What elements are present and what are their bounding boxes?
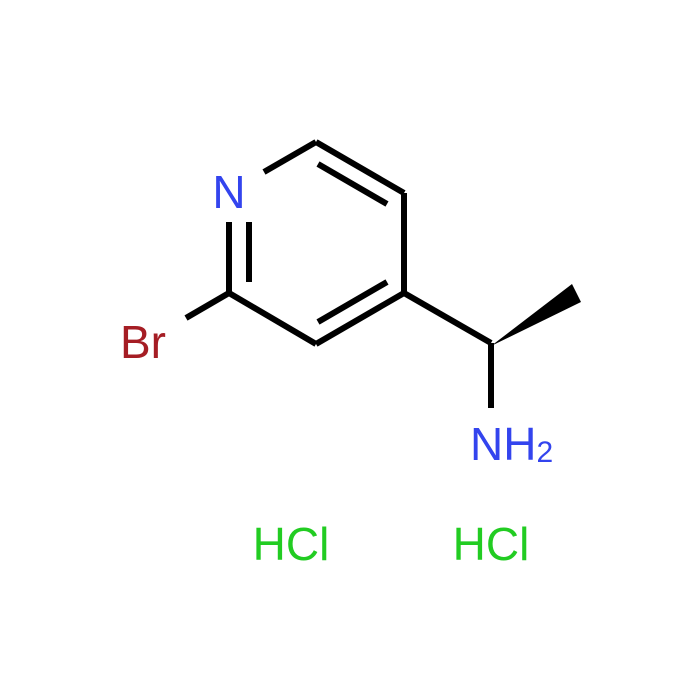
amine-label: NH2 <box>470 418 553 470</box>
bond-c3-c2 <box>227 290 318 347</box>
pyridine-ring <box>226 139 407 347</box>
bond-c4-c3 <box>314 290 406 347</box>
bond-c4-chiral <box>402 290 493 346</box>
wedge-bond-methyl <box>491 284 581 346</box>
bond-n1-c6 <box>262 139 318 175</box>
hcl-label-1: HCl <box>253 518 330 570</box>
bond-c6-c5 <box>314 139 406 196</box>
bond-c4-c3-inner <box>316 279 389 325</box>
amine-label-main: NH <box>470 418 536 470</box>
ring-nitrogen-label: N <box>212 166 245 218</box>
amine-subscript: 2 <box>536 436 553 469</box>
bromine-label: Br <box>120 316 166 368</box>
hcl-label-2: HCl <box>453 518 530 570</box>
bond-c2-br <box>184 290 231 321</box>
bond-c6-c5-inner <box>316 161 389 207</box>
